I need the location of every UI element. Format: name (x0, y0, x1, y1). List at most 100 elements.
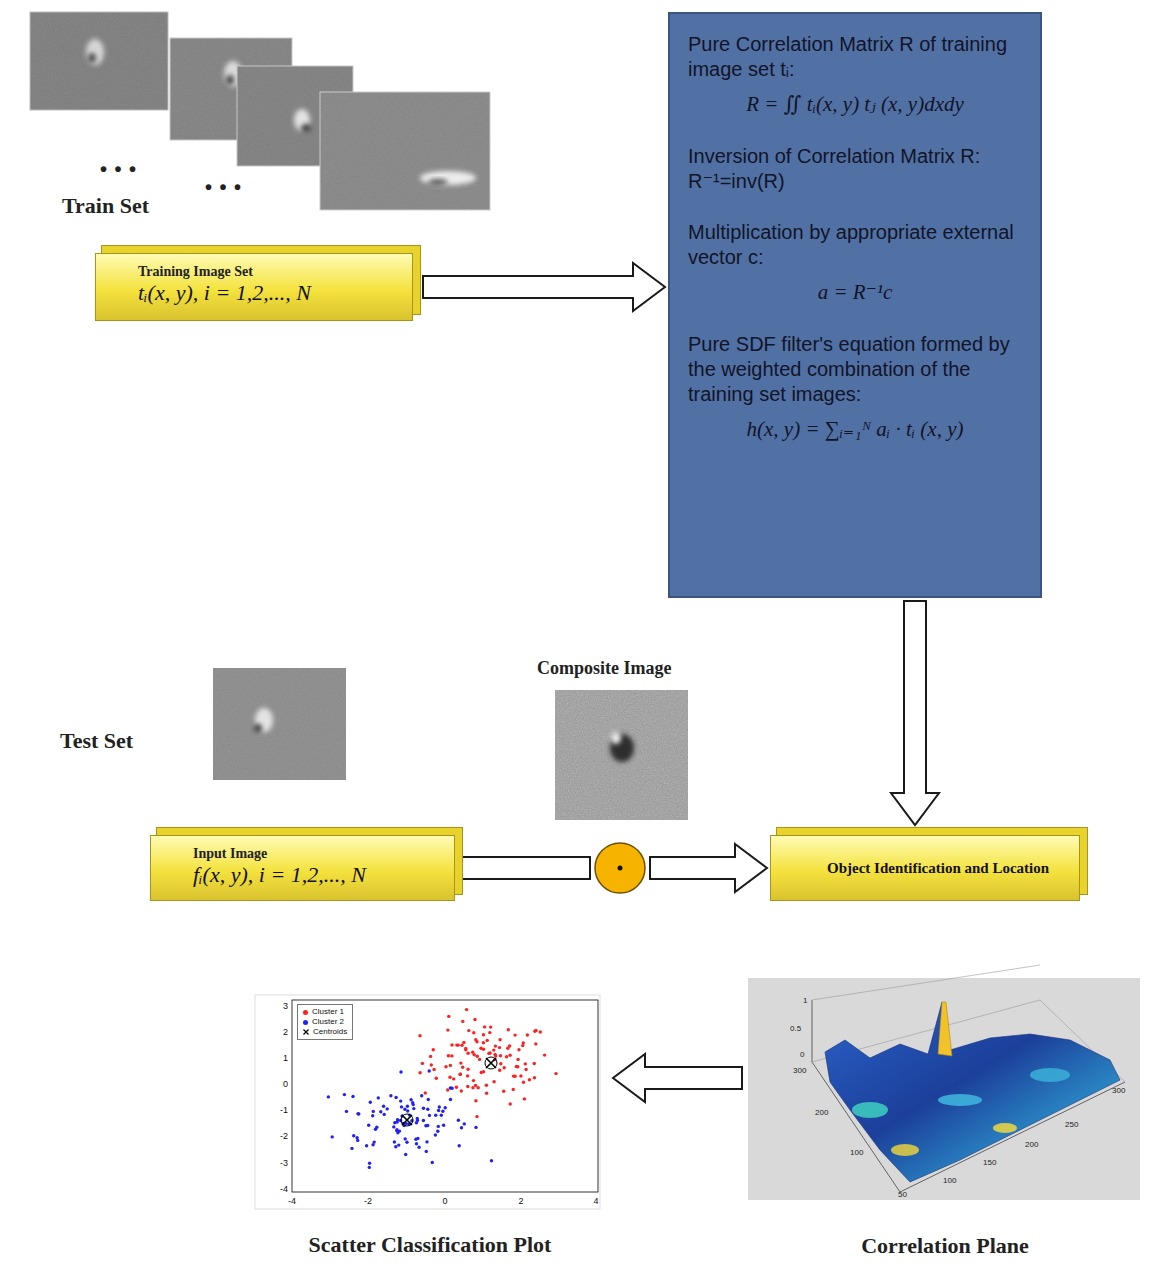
tick-label: 3 (270, 1001, 288, 1012)
data-point (474, 1084, 477, 1087)
data-point (461, 1066, 464, 1069)
tick-label: -2 (358, 1196, 378, 1207)
legend-swatch (303, 1010, 308, 1015)
data-point (449, 1098, 452, 1101)
data-point (517, 1048, 520, 1051)
data-point (486, 1039, 489, 1042)
data-point (444, 1065, 447, 1068)
data-point (471, 1086, 474, 1089)
data-point (368, 1162, 371, 1165)
node-text: Pure SDF filter's equation formed by the… (688, 332, 1022, 407)
data-point (377, 1096, 380, 1099)
data-point (425, 1140, 428, 1143)
object-blob (420, 171, 476, 185)
data-point (421, 1062, 424, 1065)
data-point (422, 1119, 425, 1122)
data-point (459, 1073, 462, 1076)
image-noise (213, 668, 346, 780)
data-point (467, 1029, 470, 1032)
data-point (404, 1137, 407, 1140)
data-point (478, 1058, 481, 1061)
plot-axes (812, 1000, 1125, 1192)
surface-highlight (938, 1094, 982, 1106)
tick-label: 150 (983, 1158, 996, 1168)
data-point (474, 1126, 477, 1129)
data-point (418, 1034, 421, 1037)
node-text: Scatter Classification Plot (309, 1232, 552, 1258)
data-point (466, 1068, 469, 1071)
centroid-ring (485, 1057, 497, 1069)
data-point (357, 1112, 360, 1115)
data-point (447, 1054, 450, 1057)
tick-label: -1 (270, 1105, 288, 1116)
data-point (371, 1114, 374, 1117)
data-point (488, 1031, 491, 1034)
image-frame (213, 668, 346, 780)
data-point (485, 1092, 488, 1095)
data-point (403, 1108, 406, 1111)
surface-highlights (852, 1068, 1070, 1156)
data-point (476, 1055, 479, 1058)
data-point (393, 1140, 396, 1143)
centroid-x (486, 1058, 496, 1068)
tick-label: 300 (793, 1066, 806, 1076)
data-point (472, 1031, 475, 1034)
correlation-operator (595, 843, 645, 893)
data-point (482, 1048, 485, 1051)
figure-node: Correlation Plane (745, 975, 1145, 1263)
tick-label: 2 (270, 1027, 288, 1038)
data-point (415, 1142, 418, 1145)
data-point (461, 1020, 464, 1023)
data-point (404, 1153, 407, 1156)
data-point (534, 1029, 537, 1032)
data-point (490, 1159, 493, 1162)
data-point (356, 1112, 359, 1115)
legend-swatch (303, 1020, 308, 1025)
plot-frame (292, 1000, 598, 1192)
test-image (213, 668, 346, 780)
data-point (444, 1106, 447, 1109)
tick-label: 0 (800, 1050, 804, 1060)
data-point (434, 1133, 437, 1136)
node-text: Correlation Plane (861, 1233, 1029, 1259)
data-point (493, 1053, 496, 1056)
data-point (505, 1055, 508, 1058)
data-point (367, 1124, 370, 1127)
data-point (432, 1048, 435, 1051)
method-panel: Pure Correlation Matrix R of training im… (668, 12, 1042, 598)
correlation-peak (938, 1002, 952, 1056)
data-point (498, 1046, 501, 1049)
data-point (331, 1135, 334, 1138)
scatter-figure (255, 995, 600, 1209)
data-point (412, 1107, 415, 1110)
data-point (471, 1051, 474, 1054)
data-point (463, 1122, 466, 1125)
data-point (437, 1125, 440, 1128)
node-text: Inversion of Correlation Matrix R: (688, 144, 1022, 169)
data-point (472, 1079, 475, 1082)
data-point (508, 1044, 511, 1047)
data-point (371, 1143, 374, 1146)
data-point (389, 1094, 392, 1097)
data-point (400, 1105, 403, 1108)
process-box: Training Image Settᵢ(x, y), i = 1,2,...,… (95, 253, 413, 321)
data-point (382, 1105, 385, 1108)
data-point (482, 1041, 485, 1044)
data-point (543, 1053, 546, 1056)
data-point (534, 1042, 537, 1045)
correlation-figure (748, 978, 1140, 1200)
ellipsis-mark: • • • (205, 176, 242, 199)
data-point (352, 1134, 355, 1137)
arrow-shape (650, 844, 767, 892)
data-point (406, 1109, 409, 1112)
data-point (503, 1066, 506, 1069)
data-point (458, 1144, 461, 1147)
data-point (416, 1137, 419, 1140)
data-point (442, 1124, 445, 1127)
data-point (489, 1025, 492, 1028)
tick-label: -3 (270, 1158, 288, 1169)
data-point (438, 1105, 441, 1108)
data-point (343, 1093, 346, 1096)
node-text: Input Image (193, 845, 440, 862)
tick-label: 100 (943, 1176, 956, 1186)
